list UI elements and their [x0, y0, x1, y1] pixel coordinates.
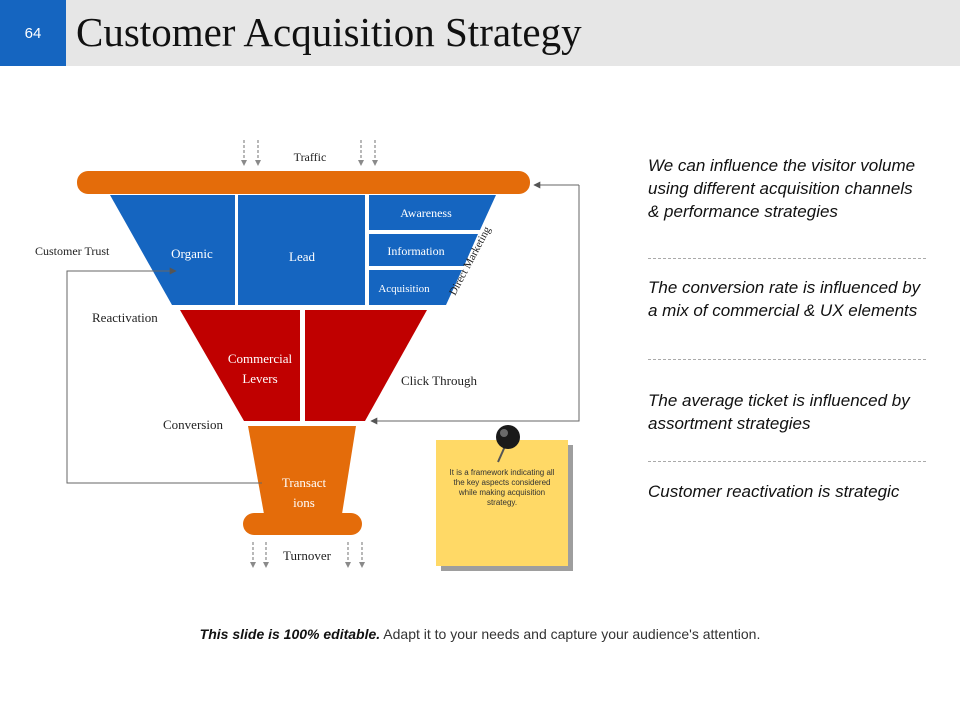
panel-divider — [648, 461, 926, 462]
information-block — [369, 234, 478, 266]
customer-trust-label: Customer Trust — [35, 244, 110, 258]
transactions-block — [248, 426, 356, 514]
panel-text-conversion-rate: The conversion rate is influenced by a m… — [648, 278, 921, 320]
commercial-levers-label-2: Levers — [242, 371, 277, 386]
organic-label: Organic — [171, 246, 213, 261]
panel-text-visitor-volume: We can influence the visitor volume usin… — [648, 156, 916, 221]
awareness-block — [369, 195, 496, 230]
acquisition-label: Acquisition — [378, 283, 430, 295]
information-label: Information — [387, 244, 444, 258]
sticky-note: It is a framework indicating all the key… — [436, 440, 568, 566]
click-through-loop-arrow — [370, 185, 580, 425]
conversion-label: Conversion — [163, 417, 223, 432]
click-through-block — [305, 310, 427, 421]
turnover-label: Turnover — [283, 548, 332, 563]
slide-number: 64 — [0, 0, 66, 66]
panel-text-average-ticket: The average ticket is influenced by asso… — [648, 391, 910, 433]
header-bar — [0, 0, 960, 66]
acquisition-block — [369, 270, 462, 305]
awareness-label: Awareness — [400, 206, 452, 220]
commercial-levers-block — [180, 310, 300, 421]
panel-divider — [648, 359, 926, 360]
funnel-top-bar — [77, 171, 530, 194]
lead-label: Lead — [289, 249, 315, 264]
turnover-arrows — [250, 542, 365, 568]
reactivation-label: Reactivation — [92, 310, 158, 325]
footer-note: This slide is 100% editable. Adapt it to… — [0, 626, 960, 642]
funnel-bottom-bar — [243, 513, 362, 535]
sticky-note-text: It is a framework indicating all the key… — [449, 468, 555, 507]
footer-bold: This slide is 100% editable. — [199, 626, 381, 642]
traffic-arrows — [241, 140, 378, 166]
organic-block — [110, 195, 235, 305]
click-through-label: Click Through — [401, 373, 477, 388]
commercial-levers-label-1: Commercial — [228, 351, 293, 366]
traffic-label: Traffic — [294, 150, 327, 164]
transactions-label-1: Transact — [282, 475, 327, 490]
slide-title: Customer Acquisition Strategy — [76, 9, 582, 55]
footer-text: Adapt it to your needs and capture your … — [380, 626, 761, 642]
panel-text-reactivation: Customer reactivation is strategic — [648, 482, 900, 501]
lead-block — [238, 195, 365, 305]
pushpin-icon — [496, 425, 520, 463]
panel-divider — [648, 258, 926, 259]
customer-trust-loop-arrow — [66, 267, 262, 484]
transactions-label-2: ions — [293, 495, 315, 510]
